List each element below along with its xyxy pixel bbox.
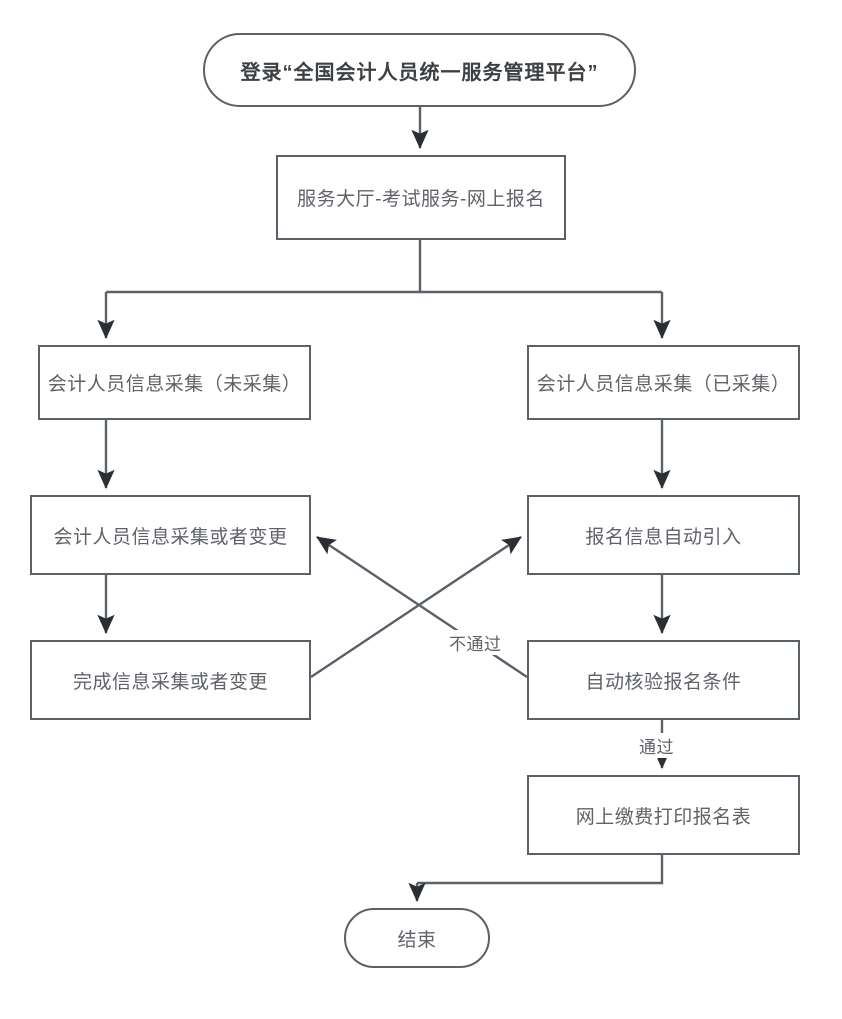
node-end-label: 结束	[397, 929, 437, 951]
edge-pay-to-end	[408, 855, 664, 902]
node-info-collected-label: 会计人员信息采集（已采集）	[536, 374, 791, 395]
node-info-not-collected-label: 会计人员信息采集（未采集）	[47, 374, 302, 395]
edge-finish-to-import	[310, 536, 522, 678]
node-collect-or-change-label: 会计人员信息采集或者变更	[53, 526, 288, 548]
edge-label-fail-text: 不通过	[449, 635, 502, 654]
edge-label-pass: 通过	[637, 733, 676, 758]
node-info-not-collected[interactable]: 会计人员信息采集（未采集）	[38, 345, 311, 420]
edge-verify-to-collect-fail	[316, 536, 528, 678]
node-info-collected[interactable]: 会计人员信息采集（已采集）	[527, 345, 800, 420]
node-pay-print[interactable]: 网上缴费打印报名表	[527, 775, 800, 855]
node-service-hall-label: 服务大厅-考试服务-网上报名	[297, 189, 545, 210]
node-end[interactable]: 结束	[344, 908, 490, 968]
node-start[interactable]: 登录“全国会计人员统一服务管理平台”	[203, 33, 636, 107]
node-auto-verify[interactable]: 自动核验报名条件	[527, 640, 800, 720]
node-auto-import[interactable]: 报名信息自动引入	[527, 495, 800, 575]
node-auto-verify-label: 自动核验报名条件	[585, 671, 742, 693]
edge-label-fail: 不通过	[447, 630, 504, 655]
node-start-label: 登录“全国会计人员统一服务管理平台”	[240, 61, 599, 84]
node-finish-collect[interactable]: 完成信息采集或者变更	[30, 640, 311, 720]
node-auto-import-label: 报名信息自动引入	[585, 526, 742, 548]
node-pay-print-label: 网上缴费打印报名表	[575, 806, 752, 828]
node-service-hall[interactable]: 服务大厅-考试服务-网上报名	[276, 155, 566, 240]
node-collect-or-change[interactable]: 会计人员信息采集或者变更	[30, 495, 311, 575]
edge-service-hall-split	[97, 240, 671, 339]
edge-label-pass-text: 通过	[639, 738, 674, 757]
node-finish-collect-label: 完成信息采集或者变更	[72, 671, 268, 693]
